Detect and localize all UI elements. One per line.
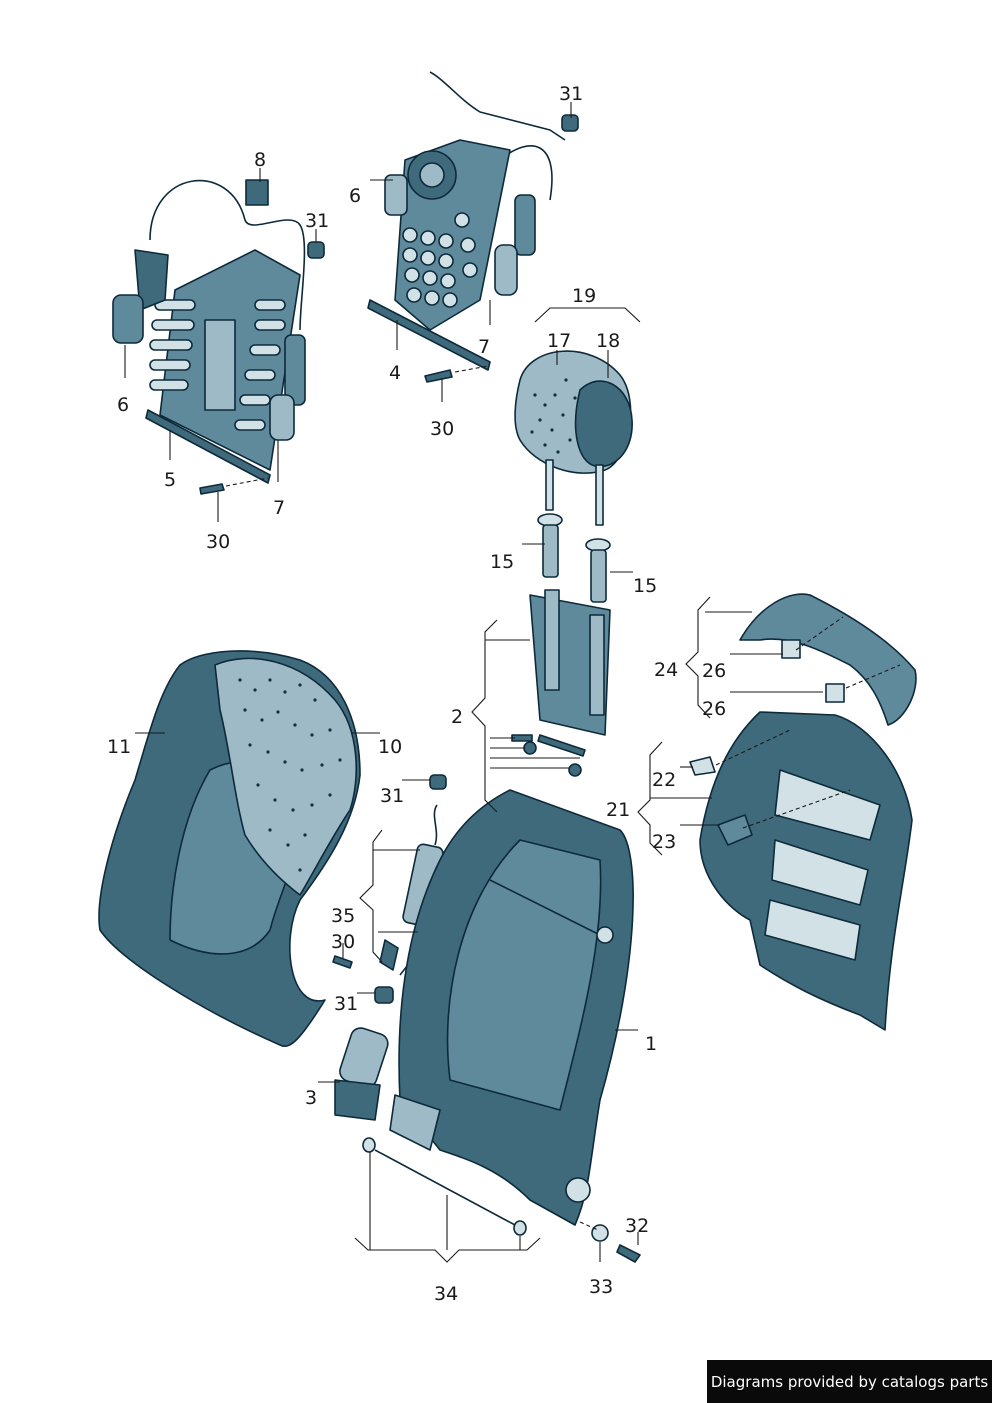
headrest-bracket [511,589,611,777]
callout-33: 33 [589,1276,613,1298]
callout-5: 5 [164,469,176,491]
callout-24: 24 [654,659,678,681]
upper-trim-panel [689,593,917,776]
callout-labels: 1 2 3 4 5 6 6 7 7 8 10 11 15 15 17 18 19… [107,83,726,1305]
adjustment-motor [334,1027,389,1121]
callout-30-top: 30 [430,418,454,440]
callout-31-left: 31 [305,210,329,232]
callout-26-lower: 26 [702,698,726,720]
callout-31-top: 31 [559,83,583,105]
callout-26-upper: 26 [702,660,726,682]
callout-15-right: 15 [633,575,657,597]
callout-17: 17 [547,330,571,352]
massage-unit-assembly [367,71,579,383]
callout-1: 1 [645,1033,657,1055]
callout-19: 19 [572,285,596,307]
backrest-rear-panel [699,711,913,1031]
callout-21: 21 [606,799,630,821]
callout-31-mid: 31 [380,785,404,807]
callout-32: 32 [625,1215,649,1237]
headrest-guides [537,513,611,603]
callout-35: 35 [331,905,355,927]
backrest-cover [98,650,361,1047]
callout-6-top: 6 [349,185,361,207]
callout-4: 4 [389,362,401,384]
callout-7-left: 7 [273,497,285,519]
callout-6-left: 6 [117,394,129,416]
leader-lines [124,102,901,1263]
callout-11: 11 [107,736,131,758]
callout-30-left: 30 [206,531,230,553]
callout-22: 22 [652,769,676,791]
headrest [514,350,633,526]
callout-15-left: 15 [490,551,514,573]
callout-30-mid: 30 [331,931,355,953]
callout-7-top: 7 [478,336,490,358]
backrest-frame [389,789,634,1226]
rod-assembly [362,1137,527,1236]
credit-banner: Diagrams provided by catalogs parts [707,1360,992,1403]
callout-34: 34 [434,1283,458,1305]
callout-31-low: 31 [334,993,358,1015]
callout-2: 2 [451,706,463,728]
callout-18: 18 [596,330,620,352]
callout-23: 23 [652,831,676,853]
callout-10: 10 [378,736,402,758]
callout-8: 8 [254,149,266,171]
lumbar-support-assembly-left [112,179,325,495]
callout-3: 3 [305,1087,317,1109]
